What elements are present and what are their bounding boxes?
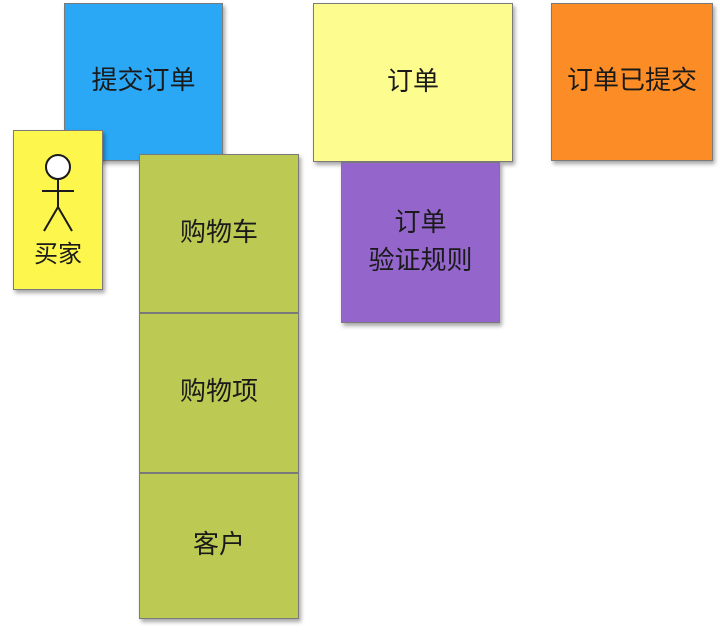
aggregate-note-cart-item: 购物项 — [139, 313, 299, 473]
command-note-label: 提交订单 — [91, 66, 196, 97]
aggregate-root-note-label: 订单 — [386, 66, 439, 97]
actor-note-buyer: 买家 — [13, 130, 103, 290]
policy-note-order-validation-rules: 订单 验证规则 — [341, 162, 500, 323]
actor-note-label: 买家 — [34, 240, 82, 268]
aggregate-note-cart-label: 购物车 — [179, 217, 258, 248]
policy-note-label: 订单 验证规则 — [368, 207, 473, 276]
domain-event-note-order-submitted: 订单已提交 — [551, 3, 713, 161]
stick-figure-icon — [42, 154, 74, 232]
aggregate-note-customer-label: 客户 — [192, 530, 245, 561]
domain-event-note-label: 订单已提交 — [566, 66, 697, 97]
aggregate-note-customer: 客户 — [139, 473, 299, 619]
aggregate-note-cart-item-label: 购物项 — [179, 377, 258, 408]
aggregate-root-note-order: 订单 — [313, 3, 513, 162]
aggregate-note-cart: 购物车 — [139, 154, 299, 313]
